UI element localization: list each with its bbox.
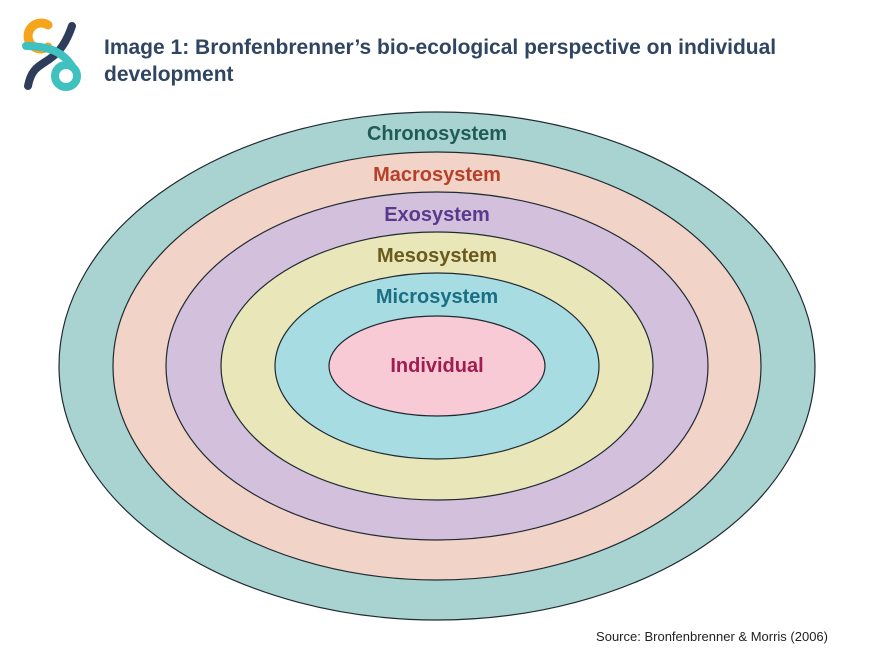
source-note: Source: Bronfenbrenner & Morris (2006) <box>596 629 828 644</box>
individual-label: Individual <box>390 355 483 377</box>
rings-group <box>58 111 816 621</box>
header: Image 1: Bronfenbrenner’s bio-ecological… <box>18 14 868 98</box>
page-title: Image 1: Bronfenbrenner’s bio-ecological… <box>104 36 777 86</box>
microsystem-label: Microsystem <box>376 286 498 308</box>
individual-ring <box>328 315 546 417</box>
chronosystem-label: Chronosystem <box>367 123 507 145</box>
exosystem-label: Exosystem <box>384 204 490 226</box>
mesosystem-label: Mesosystem <box>377 245 497 267</box>
macrosystem-label: Macrosystem <box>373 164 501 186</box>
labels-group: ChronosystemMacrosystemExosystemMesosyst… <box>367 123 507 377</box>
brand-logo-icon <box>22 18 81 91</box>
